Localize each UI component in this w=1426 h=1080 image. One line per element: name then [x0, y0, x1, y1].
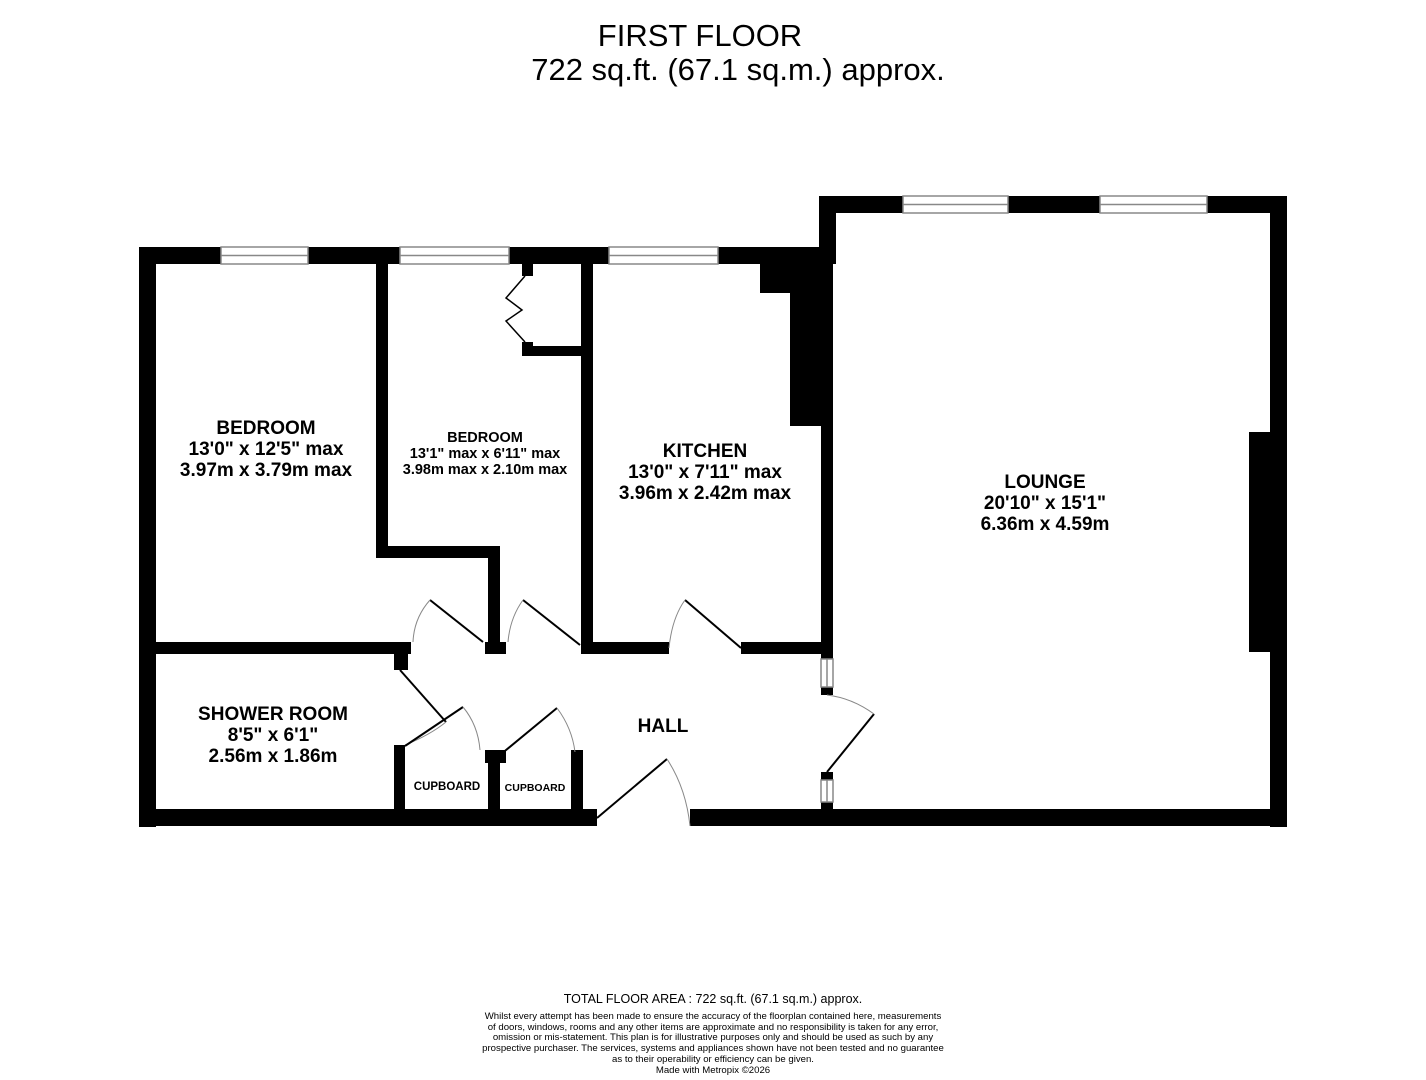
room-label-bedroom-1: BEDROOM 13'0" x 12'5" max 3.97m x 3.79m …	[180, 418, 352, 481]
room-label-hall: HALL	[638, 716, 689, 737]
walls	[139, 196, 1287, 827]
room-metric: 6.36m x 4.59m	[980, 514, 1110, 535]
room-metric: 3.96m x 2.42m max	[618, 483, 792, 504]
room-name: SHOWER ROOM	[198, 704, 348, 725]
room-name: BEDROOM	[447, 430, 523, 446]
room-imperial: 13'0" x 7'11" max	[628, 462, 782, 483]
room-imperial: 8'5" x 6'1"	[227, 725, 319, 746]
room-label-shower-room: SHOWER ROOM 8'5" x 6'1" 2.56m x 1.86m	[198, 704, 348, 767]
windows	[220, 195, 1208, 803]
room-label-kitchen: KITCHEN 13'0" x 7'11" max 3.96m x 2.42m …	[619, 441, 791, 504]
room-metric: 3.97m x 3.79m max	[179, 460, 353, 481]
room-name: CUPBOARD	[504, 782, 566, 794]
room-metric: 2.56m x 1.86m	[208, 746, 338, 767]
room-name: LOUNGE	[1004, 472, 1086, 493]
room-name: CUPBOARD	[413, 781, 481, 793]
room-label-bedroom-2: BEDROOM 13'1" max x 6'11" max 3.98m max …	[403, 430, 567, 478]
disclaimer-line: of doors, windows, rooms and any other i…	[487, 1021, 939, 1033]
disclaimer: Whilst every attempt has been made to en…	[463, 1011, 963, 1076]
doors	[399, 275, 875, 827]
room-label-lounge: LOUNGE 20'10" x 15'1" 6.36m x 4.59m	[981, 472, 1110, 535]
disclaimer-line: prospective purchaser. The services, sys…	[482, 1043, 944, 1055]
credit: Made with Metropix ©2026	[655, 1064, 771, 1076]
room-name: HALL	[637, 716, 689, 737]
room-label-cupboard-1: CUPBOARD	[414, 781, 480, 794]
room-label-cupboard-2: CUPBOARD	[505, 782, 566, 795]
total-floor-area: TOTAL FLOOR AREA : 722 sq.ft. (67.1 sq.m…	[563, 992, 863, 1006]
room-imperial: 13'1" max x 6'11" max	[409, 446, 561, 462]
room-name: KITCHEN	[662, 441, 748, 462]
room-metric: 3.98m max x 2.10m max	[402, 462, 568, 478]
room-imperial: 20'10" x 15'1"	[983, 493, 1107, 514]
floor-title: FIRST FLOOR	[597, 18, 803, 53]
disclaimer-line: omission or mis-statement. This plan is …	[492, 1032, 934, 1044]
room-name: BEDROOM	[216, 418, 316, 439]
room-imperial: 13'0" x 12'5" max	[188, 439, 344, 460]
floor-area: 722 sq.ft. (67.1 sq.m.) approx.	[531, 52, 945, 87]
disclaimer-line: as to their operability or efficiency ca…	[612, 1053, 814, 1065]
disclaimer-line: Whilst every attempt has been made to en…	[484, 1011, 942, 1022]
